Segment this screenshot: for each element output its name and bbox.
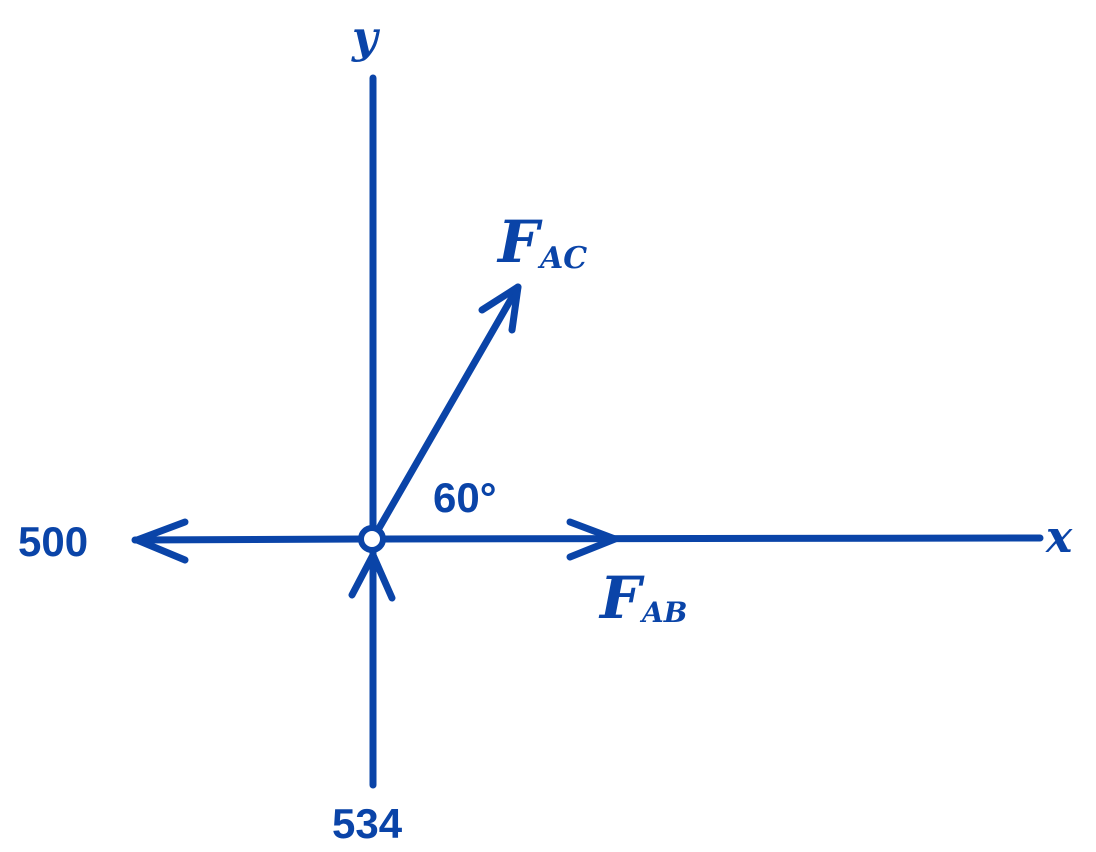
- fab-symbol: F: [598, 564, 645, 632]
- fab-label: F AB: [598, 564, 687, 632]
- force-500-line: [131, 535, 367, 544]
- fac-subscript: AC: [537, 241, 587, 276]
- angle-label: 60°: [433, 474, 497, 521]
- force-fac-line: [374, 283, 522, 534]
- fac-symbol: F: [496, 208, 543, 276]
- force-500-arrowhead: [133, 518, 189, 564]
- force-534-arrowhead: [348, 551, 396, 602]
- x-axis: [379, 534, 1044, 543]
- force-500-label: 500: [18, 518, 88, 565]
- force-534-label: 534: [332, 800, 403, 847]
- force-fab-arrowhead: [566, 518, 619, 561]
- fab-subscript: AB: [639, 596, 687, 629]
- force-fac-arrowhead: [478, 283, 522, 334]
- y-axis-label: y: [351, 12, 381, 63]
- x-axis-label: x: [1045, 512, 1073, 563]
- joint-a: [358, 525, 386, 553]
- fac-label: F AC: [496, 208, 587, 276]
